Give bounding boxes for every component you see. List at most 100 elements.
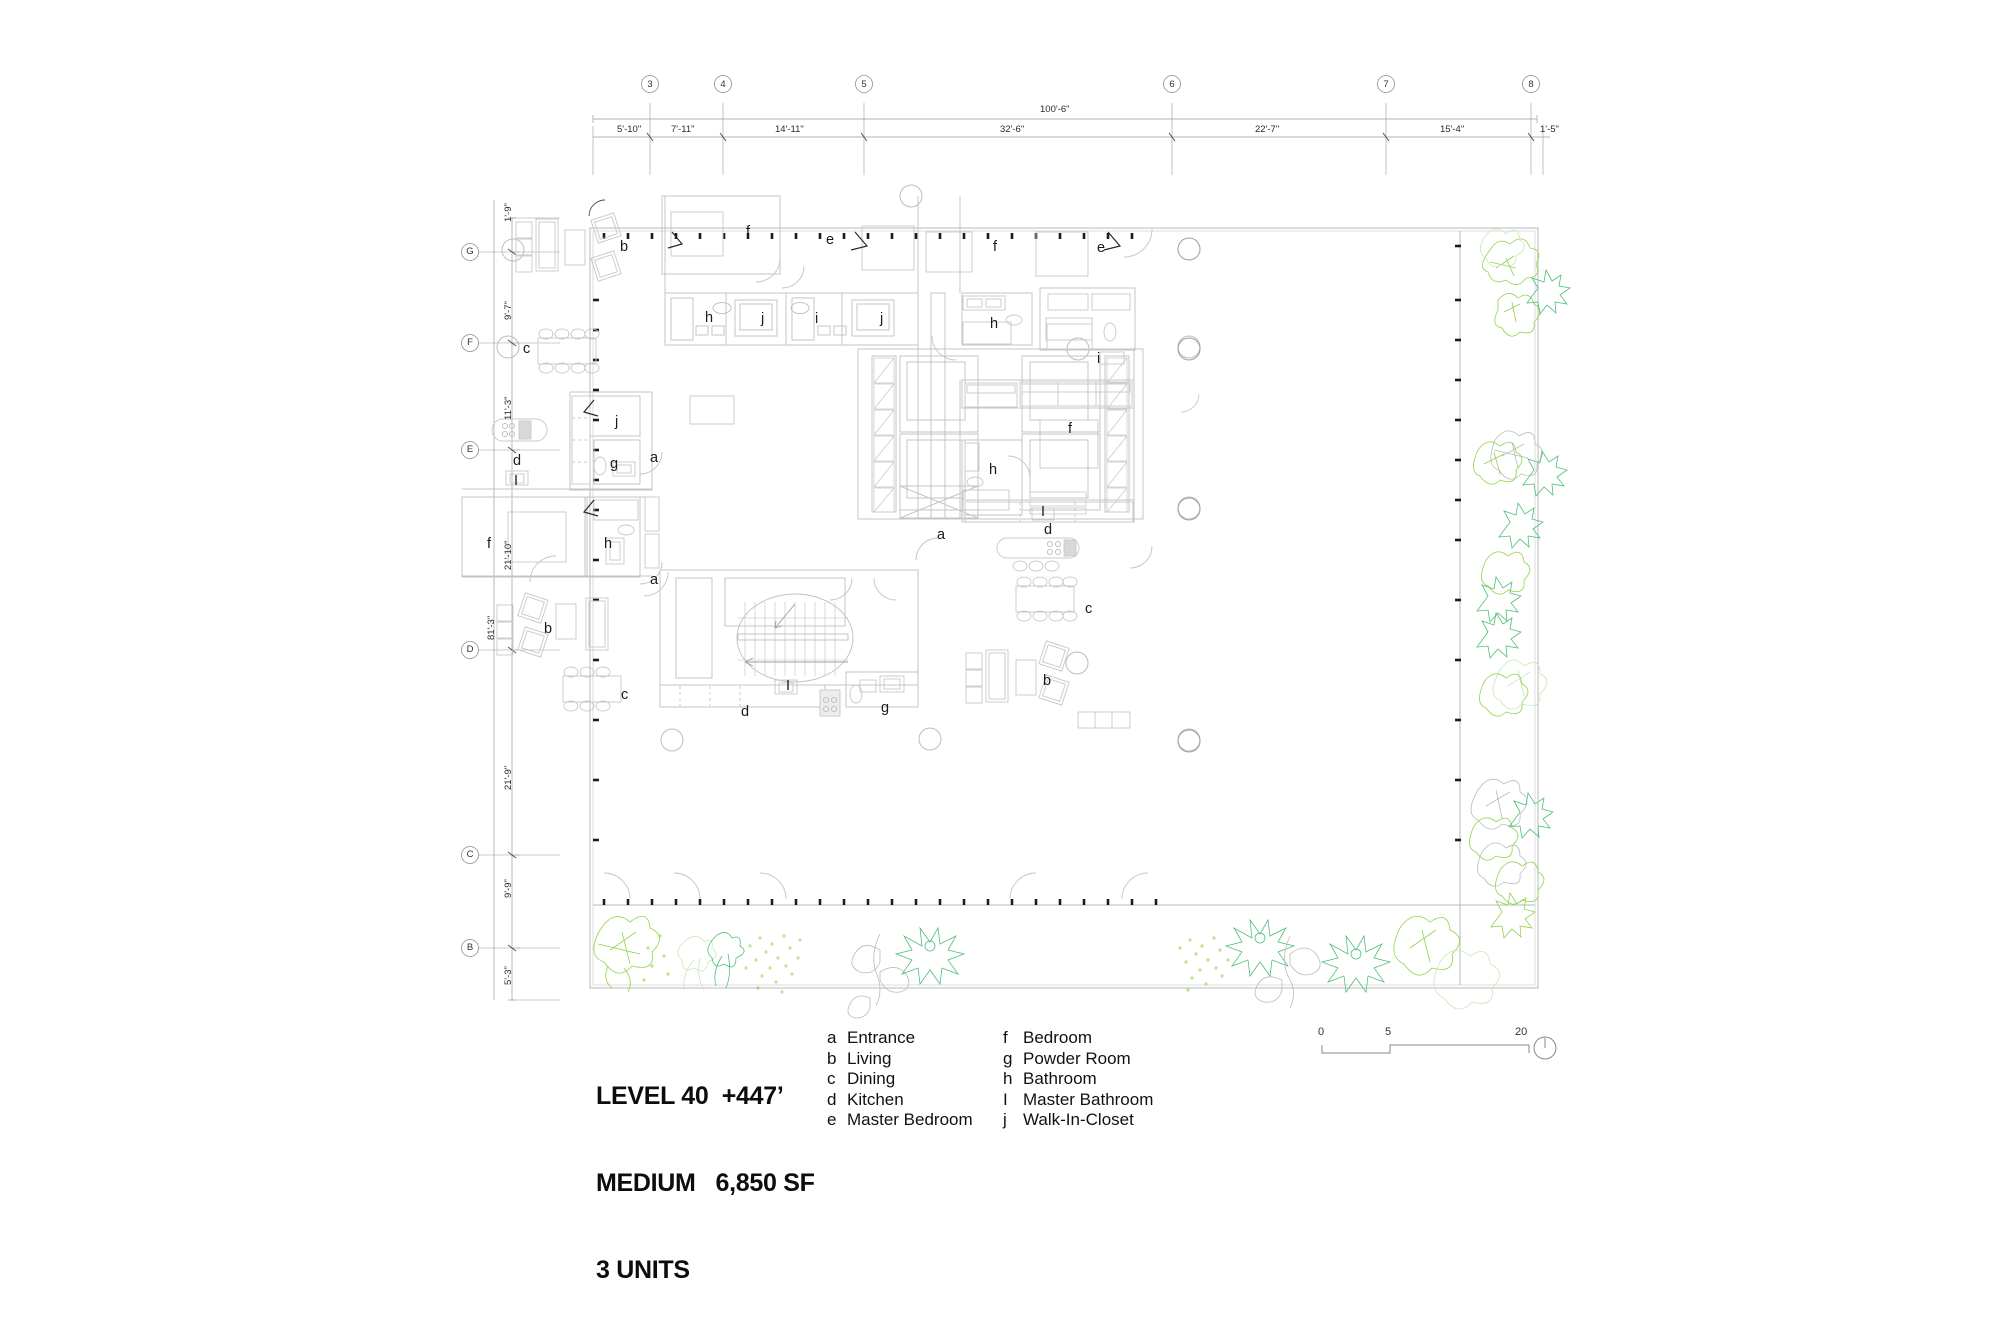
legend-key-I: I (1003, 1089, 1008, 1109)
legend-item-j: j Walk-In-Closet (1003, 1110, 1153, 1131)
scale-tick-20: 20 (1515, 1026, 1528, 1038)
dim-v-1: 1'-9" (503, 203, 514, 222)
room-label-f: f (993, 239, 998, 255)
legend-label-b: Living (847, 1048, 892, 1068)
legend-key-h: h (1003, 1069, 1013, 1088)
grid-bubble-5: 5 (861, 79, 867, 90)
room-label-g: g (610, 456, 619, 472)
grid-bubble-g: G (466, 246, 474, 257)
furniture-kitchen-bottom (679, 679, 841, 717)
grid-bubble-6: 6 (1169, 79, 1175, 90)
title-units: 3 UNITS (596, 1256, 690, 1284)
dim-h-5: 22'-7" (1255, 124, 1280, 135)
grid-bubble-b: B (466, 942, 474, 953)
dim-v-3: 11'-3" (503, 396, 514, 421)
legend-label-g: Powder Room (1023, 1048, 1131, 1068)
floor-plan-drawing (461, 75, 1572, 1060)
legend-label-f: Bedroom (1023, 1028, 1092, 1047)
room-label-f: f (487, 536, 492, 552)
title-level: LEVEL 40 +447’ (596, 1082, 784, 1110)
dim-v-4: 21'-10" (503, 540, 514, 570)
room-label-b: b (544, 621, 553, 637)
dim-h-1: 5'-10" (617, 124, 642, 135)
legend-label-c: Dining (847, 1069, 896, 1088)
curtain-wall-mullions (593, 233, 1461, 905)
room-label-i: i (1097, 351, 1101, 367)
furniture-dining-upper-left (537, 328, 600, 374)
legend-item-d: d Kitchen (827, 1090, 973, 1111)
dim-h-7: 1'-5" (1540, 124, 1559, 135)
left-dimension-string (461, 200, 560, 1001)
planting-right-terrace (1469, 228, 1572, 939)
dim-v-7: 5'-3" (503, 966, 514, 985)
dim-overall-horizontal: 100'-6" (1040, 104, 1070, 115)
legend-key-e: e (827, 1110, 837, 1129)
top-dimension-string (592, 75, 1550, 175)
furniture-living-lower-right (965, 576, 1131, 729)
building-core (857, 348, 1144, 520)
grid-bubble-7: 7 (1383, 79, 1389, 90)
room-label-a: a (650, 450, 659, 466)
terrace-columns (1177, 237, 1201, 753)
legend-label-j: Walk-In-Closet (1023, 1110, 1134, 1129)
scale-tick-0: 0 (1318, 1026, 1325, 1038)
title-type-area: MEDIUM 6,850 SF (596, 1169, 815, 1197)
room-label-c: c (523, 341, 531, 357)
room-label-h: h (604, 536, 613, 552)
room-label-d: d (1044, 522, 1053, 538)
legend-key-a: a (827, 1028, 837, 1047)
planting-bottom-terrace (593, 915, 1500, 1019)
room-label-h: h (990, 316, 999, 332)
room-label-c: c (1085, 601, 1093, 617)
dim-v-5: 21'-9" (503, 765, 514, 790)
room-label-e: e (826, 232, 835, 248)
legend-key-b: b (827, 1048, 837, 1068)
dim-h-3: 14'-11" (775, 124, 804, 135)
room-label-a: a (937, 527, 946, 543)
operable-window-marks (582, 231, 1122, 517)
room-label-c: c (621, 687, 629, 703)
room-label-h: h (989, 462, 998, 478)
grid-bubble-8: 8 (1528, 79, 1534, 90)
furniture-living-upper-left (515, 212, 622, 282)
legend-label-I: Master Bathroom (1023, 1089, 1154, 1109)
scale-bar (1321, 1036, 1557, 1060)
dim-h-4: 32'-6" (1000, 124, 1025, 135)
room-label-b: b (1043, 673, 1052, 689)
room-label-I: I (786, 678, 791, 694)
bathroom-fixtures (593, 293, 1131, 704)
room-label-h: h (705, 310, 714, 326)
scale-tick-5: 5 (1385, 1026, 1392, 1038)
room-label-I: I (514, 473, 519, 489)
grid-bubble-4: 4 (720, 79, 726, 90)
legend-label-h: Bathroom (1023, 1069, 1097, 1088)
legend-key-j: j (1003, 1110, 1007, 1129)
grid-bubble-e: E (466, 444, 474, 455)
furniture-kitchen-left (491, 418, 548, 486)
room-label-f: f (746, 224, 751, 240)
drawing-sheet: 5'-10" 7'-11" 14'-11" 32'-6" 22'-7" 15'-… (461, 75, 1572, 1284)
dim-overall-vertical: 81'-3" (486, 615, 497, 640)
room-label-j: j (761, 311, 765, 327)
legend-label-d: Kitchen (847, 1089, 904, 1109)
dim-h-6: 15'-4" (1440, 124, 1465, 135)
room-label-j: j (615, 414, 619, 430)
room-label-I: I (1041, 504, 1046, 520)
furniture-kitchen-right (996, 507, 1080, 572)
door-swings (529, 199, 1200, 900)
stair-core (659, 569, 919, 686)
legend-item-h: h Bathroom (1003, 1069, 1153, 1090)
grid-bubble-f: F (467, 337, 473, 348)
grid-bubble-3: 3 (647, 79, 653, 90)
room-label-g: g (881, 700, 890, 716)
legend-key-g: g (1003, 1048, 1013, 1068)
legend-key-d: d (827, 1089, 837, 1109)
room-label-b: b (620, 239, 629, 255)
interior-partitions (461, 195, 1136, 708)
legend-item-b: b Living (827, 1049, 973, 1070)
